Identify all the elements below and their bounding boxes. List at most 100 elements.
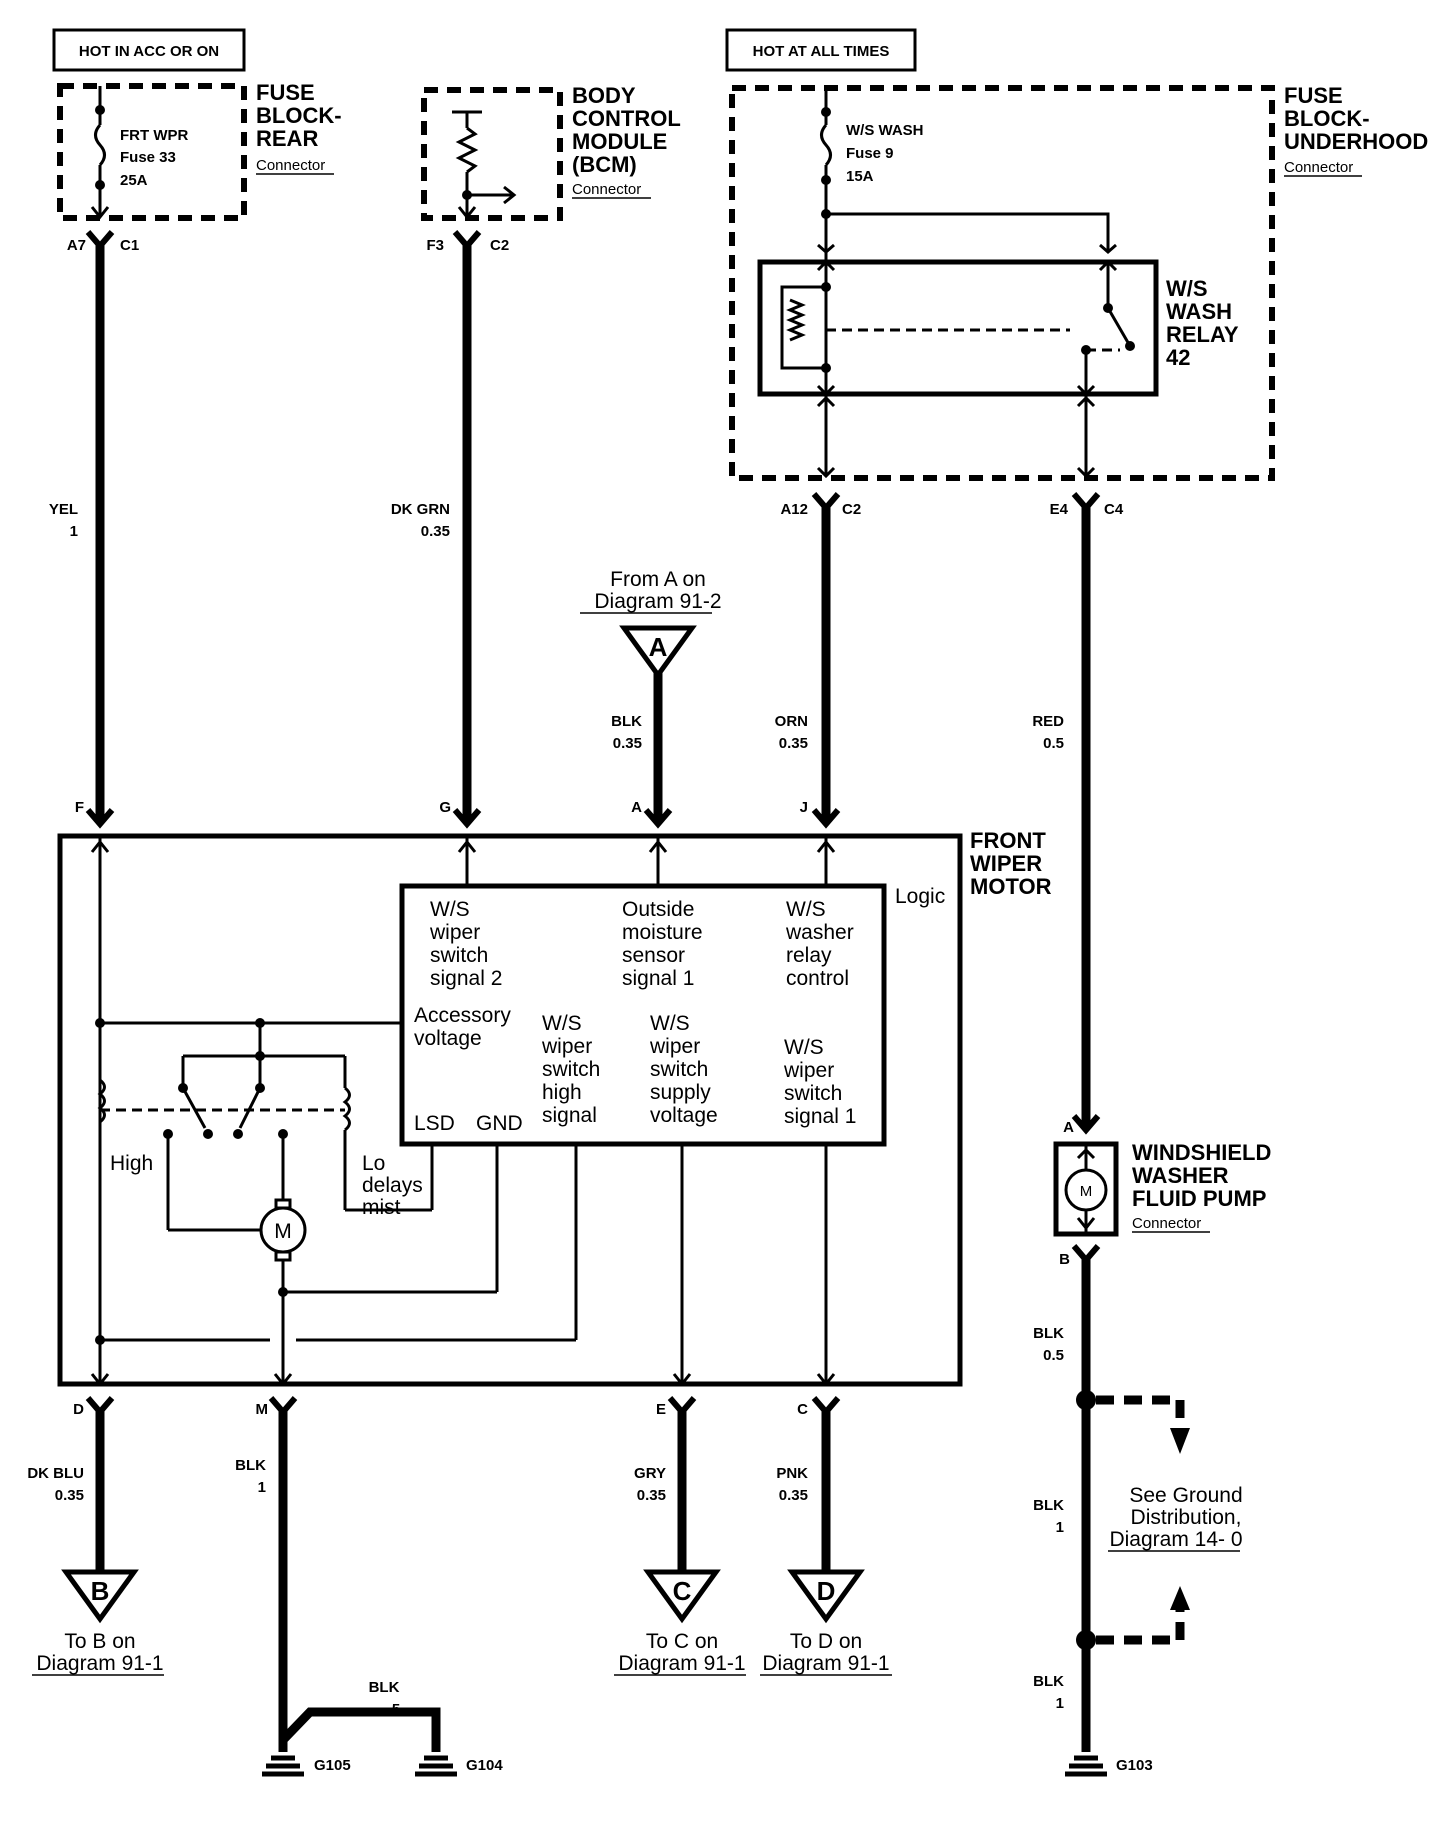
sig-moist-4: signal 1 [622, 967, 694, 990]
sig-high-3: switch [542, 1058, 600, 1081]
fuse-block-underhood-title-3: UNDERHOOD [1284, 129, 1428, 154]
to-c-letter: C [673, 1576, 692, 1606]
wire-gry-gauge: 0.35 [637, 1487, 666, 1504]
pump-motor-icon [1064, 1168, 1108, 1212]
pump-motor-letter: M [1080, 1183, 1093, 1200]
ws-wash-relay-box [757, 259, 1159, 397]
acc-2: voltage [414, 1027, 482, 1050]
sig-supply-2: wiper [649, 1035, 700, 1058]
header-hot-acc: HOT IN ACC OR ON [79, 43, 219, 60]
wire-blk-5-color: BLK [369, 1679, 400, 1696]
to-c-line-2: Diagram 91-1 [618, 1652, 745, 1675]
sig-moist-2: moisture [622, 921, 703, 944]
wire-yel-color: YEL [49, 501, 78, 518]
fuse-block-underhood-connector: Connector [1284, 159, 1353, 176]
pin-f3: F3 [426, 237, 444, 254]
gnd-label: GND [476, 1112, 523, 1135]
connector-chevrons [85, 230, 1101, 513]
fuse-block-rear-title-1: FUSE [256, 80, 315, 105]
pump-pin-b: B [1059, 1251, 1070, 1268]
fuse-block-rear-title-2: BLOCK- [256, 103, 342, 128]
wire-blk-m-gauge: 1 [258, 1479, 266, 1496]
sig-high-1: W/S [542, 1012, 582, 1035]
motor-pin-c: C [797, 1401, 808, 1418]
wire-orn-gauge: 0.35 [779, 735, 808, 752]
pump-connector: Connector [1132, 1215, 1201, 1232]
fuse-9-rating: 15A [846, 168, 874, 185]
pin-c2-underhood: C2 [842, 501, 861, 518]
from-a-letter: A [649, 632, 668, 662]
from-a-line-1: From A on [610, 568, 706, 591]
pin-c4: C4 [1104, 501, 1124, 518]
front-wiper-motor-box [57, 833, 963, 1387]
sig-supply-5: voltage [650, 1104, 718, 1127]
motor-pin-d: D [73, 1401, 84, 1418]
bcm-title-3: MODULE [572, 129, 667, 154]
pump-pin-a: A [1063, 1119, 1074, 1136]
to-d-line-2: Diagram 91-1 [762, 1652, 889, 1675]
wire-blk-g2-gauge: 1 [1056, 1695, 1064, 1712]
motor-title-2: WIPER [970, 851, 1042, 876]
sig-supply-3: switch [650, 1058, 708, 1081]
fuse-9-label: W/S WASH [846, 122, 924, 139]
wire-blk-5 [279, 1707, 441, 1752]
sig-ws1-3: switch [784, 1082, 842, 1105]
sig-ws1-4: signal 1 [784, 1105, 856, 1128]
relay-title-4: 42 [1166, 345, 1190, 370]
motor-pin-f: F [75, 799, 84, 816]
wire-dk-grn-gauge: 0.35 [421, 523, 450, 540]
fuse-9-number: Fuse 9 [846, 145, 894, 162]
lo-label-3: mist [362, 1196, 401, 1219]
wire-dk-blu-color: DK BLU [27, 1465, 84, 1482]
wire-pnk-gauge: 0.35 [779, 1487, 808, 1504]
wire-blk-g1-color: BLK [1033, 1497, 1064, 1514]
bcm-title-1: BODY [572, 83, 636, 108]
bcm-title-2: CONTROL [572, 106, 681, 131]
wire-blk-g2-color: BLK [1033, 1673, 1064, 1690]
pin-c1: C1 [120, 237, 139, 254]
to-c-line-1: To C on [646, 1630, 718, 1653]
wiper-motor-letter: M [274, 1220, 292, 1243]
relay-title-2: WASH [1166, 299, 1232, 324]
ground-g105-label: G105 [314, 1757, 351, 1774]
bcm-connector: Connector [572, 181, 641, 198]
ground-g104-label: G104 [466, 1757, 503, 1774]
sig-high-5: signal [542, 1104, 597, 1127]
wire-red-gauge: 0.5 [1043, 735, 1064, 752]
bcm-title-4: (BCM) [572, 152, 637, 177]
wire-blk-g1-gauge: 1 [1056, 1519, 1064, 1536]
sig-high-2: wiper [541, 1035, 592, 1058]
sig-high-4: high [542, 1081, 582, 1104]
wire-pnk-color: PNK [776, 1465, 808, 1482]
pin-c2-bcm: C2 [490, 237, 509, 254]
to-d-letter: D [817, 1576, 836, 1606]
to-b-line-1: To B on [64, 1630, 135, 1653]
fuse-block-rear-box [57, 83, 247, 221]
motor-pin-g: G [439, 799, 451, 816]
fuse-block-underhood-box [729, 85, 1275, 481]
wire-yel-gauge: 1 [70, 523, 78, 540]
motor-pin-m: M [256, 1401, 269, 1418]
relay-title-1: W/S [1166, 276, 1208, 301]
ground-g104-icon [415, 1755, 457, 1777]
motor-pin-j: J [800, 799, 808, 816]
fuse-block-rear-title-3: REAR [256, 126, 318, 151]
logic-label: Logic [895, 885, 945, 908]
to-b-line-2: Diagram 91-1 [36, 1652, 163, 1675]
wire-gry-color: GRY [634, 1465, 666, 1482]
from-a-line-2: Diagram 91-2 [594, 590, 721, 613]
bcm-box [421, 87, 563, 221]
motor-title-3: MOTOR [970, 874, 1052, 899]
fuse-33-rating: 25A [120, 172, 148, 189]
sig-ws2-2: wiper [429, 921, 480, 944]
to-b-letter: B [91, 1576, 110, 1606]
sig-ws1-2: wiper [783, 1059, 834, 1082]
sig-washer-3: relay [786, 944, 832, 967]
pump-title-3: FLUID PUMP [1132, 1186, 1266, 1211]
wire-blk-5-gauge: 5 [392, 1701, 400, 1718]
fuse-block-underhood-title-2: BLOCK- [1284, 106, 1370, 131]
fuse-33-label: FRT WPR [120, 127, 188, 144]
lsd-label: LSD [414, 1112, 455, 1135]
ground-g105-icon [262, 1755, 304, 1777]
